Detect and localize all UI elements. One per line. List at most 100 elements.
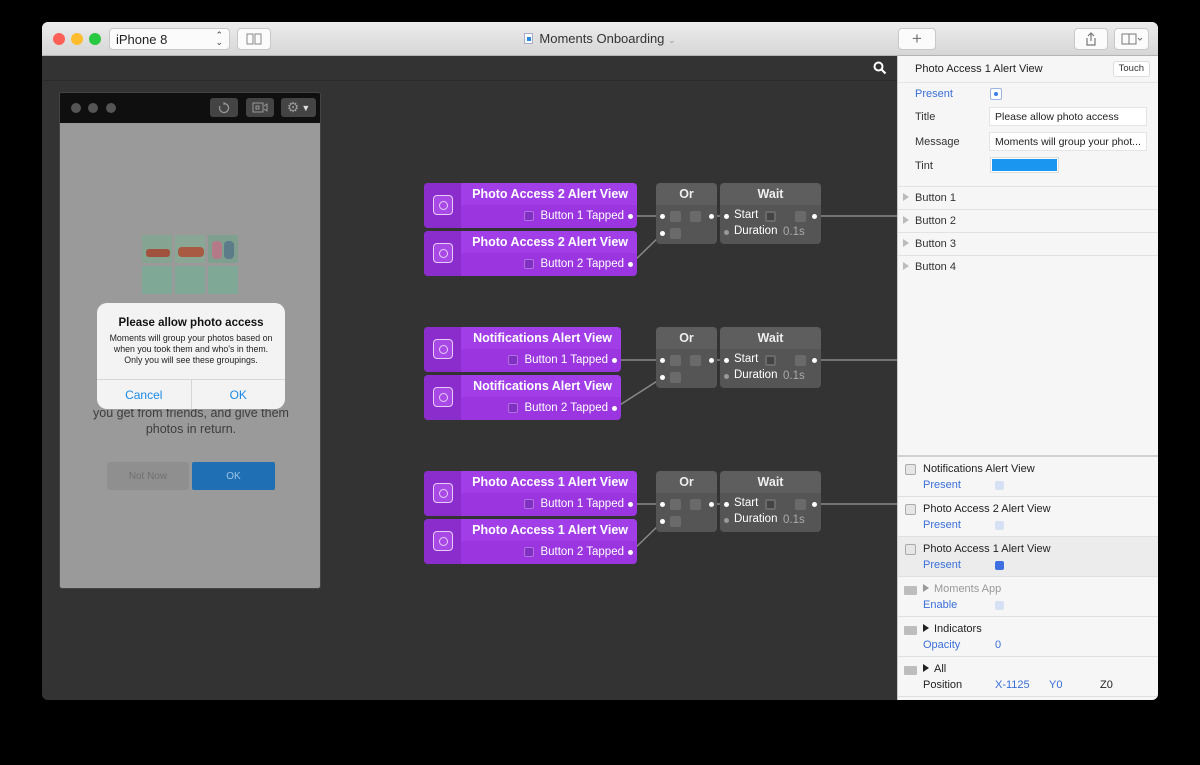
share-button[interactable] — [1074, 28, 1108, 50]
trigger-node[interactable]: Notifications Alert View Button 1 Tapped — [424, 327, 621, 372]
or-node[interactable]: Or — [656, 471, 717, 532]
document-title[interactable]: Moments Onboarding ⌄ — [42, 31, 1158, 46]
present-checkbox[interactable] — [995, 561, 1004, 570]
panels-icon — [1121, 33, 1142, 45]
search-icon[interactable] — [873, 61, 887, 75]
split-device-icon — [246, 33, 262, 45]
button-3-row[interactable]: Button 3 — [898, 233, 1158, 256]
trigger-node[interactable]: Photo Access 2 Alert View Button 2 Tappe… — [424, 231, 637, 276]
title-bar: iPhone 8 ⌃⌄ Moments Onboarding ⌄ + — [42, 22, 1158, 56]
layer-item[interactable]: Photo Access 2 Alert View Present — [898, 497, 1158, 537]
prototype-canvas[interactable]: ⚙▼ you get from friends, and g — [42, 56, 897, 700]
output-port[interactable]: Button 2 Tapped — [524, 256, 624, 272]
port-dot[interactable] — [628, 262, 633, 267]
zoom-window-button[interactable] — [89, 33, 101, 45]
trigger-node[interactable]: Photo Access 1 Alert View Button 2 Tappe… — [424, 519, 637, 564]
opacity-value[interactable]: 0 — [995, 639, 1002, 651]
trigger-node[interactable]: Photo Access 2 Alert View Button 1 Tappe… — [424, 183, 637, 228]
tint-color-well[interactable] — [990, 157, 1059, 173]
port-dot[interactable] — [628, 502, 633, 507]
button-2-row[interactable]: Button 2 — [898, 210, 1158, 233]
minimize-window-button[interactable] — [71, 33, 83, 45]
sim-zoom-dot[interactable] — [106, 103, 116, 113]
or-node[interactable]: Or — [656, 183, 717, 244]
sim-close-dot[interactable] — [71, 103, 81, 113]
touch-button[interactable]: Touch — [1112, 61, 1150, 77]
port-dot[interactable] — [628, 214, 633, 219]
output-port[interactable]: Button 2 Tapped — [508, 400, 608, 416]
simulator-toolbar: ⚙▼ — [60, 93, 320, 123]
alert-message: Moments will group your photos based on … — [109, 333, 273, 365]
rotate-device-button[interactable] — [237, 28, 271, 50]
sim-minimize-dot[interactable] — [88, 103, 98, 113]
button-1-row[interactable]: Button 1 — [898, 187, 1158, 210]
onboarding-ok-button[interactable]: OK — [192, 462, 275, 490]
reload-button[interactable] — [210, 98, 238, 117]
output-port[interactable]: Button 1 Tapped — [508, 352, 608, 368]
output-port[interactable]: Button 1 Tapped — [524, 496, 624, 512]
app-icon — [433, 387, 453, 407]
layout-button[interactable] — [1114, 28, 1149, 50]
gear-icon: ⚙ — [286, 99, 300, 115]
present-label: Present — [915, 88, 953, 100]
node-title: Photo Access 1 Alert View — [461, 471, 637, 493]
present-checkbox[interactable] — [995, 481, 1004, 490]
device-select-label: iPhone 8 — [116, 31, 168, 47]
alert-ok-button[interactable]: OK — [229, 387, 247, 402]
chevron-down-icon: ▼ — [301, 102, 311, 113]
photos-illustration — [142, 235, 242, 305]
message-label: Message — [915, 136, 960, 148]
port-dot[interactable] — [628, 550, 633, 555]
alert-cancel-button[interactable]: Cancel — [97, 380, 192, 409]
app-icon — [433, 483, 453, 503]
layer-folder[interactable]: All Position X-1125 Y0 Z0 — [898, 657, 1158, 697]
port-dot[interactable] — [612, 358, 617, 363]
port-dot[interactable] — [612, 406, 617, 411]
button-4-row[interactable]: Button 4 — [898, 256, 1158, 279]
or-node[interactable]: Or — [656, 327, 717, 388]
disclosure-triangle-icon[interactable] — [923, 624, 929, 632]
device-select[interactable]: iPhone 8 ⌃⌄ — [109, 28, 230, 50]
add-button[interactable]: + — [898, 28, 936, 50]
disclosure-triangle-icon[interactable] — [903, 239, 909, 247]
layer-icon — [905, 504, 916, 515]
disclosure-triangle-icon[interactable] — [903, 216, 909, 224]
present-checkbox[interactable] — [995, 521, 1004, 530]
output-port[interactable]: Button 2 Tapped — [524, 544, 624, 560]
layer-item-selected[interactable]: Photo Access 1 Alert View Present — [898, 537, 1158, 577]
disclosure-triangle-icon[interactable] — [923, 584, 929, 592]
trigger-node[interactable]: Photo Access 1 Alert View Button 1 Tappe… — [424, 471, 637, 516]
layer-folder[interactable]: Moments App Enable — [898, 577, 1158, 617]
reload-icon — [218, 101, 230, 113]
close-window-button[interactable] — [53, 33, 65, 45]
alert-title: Please allow photo access — [118, 317, 264, 329]
layer-icon — [905, 464, 916, 475]
record-button[interactable] — [246, 98, 274, 117]
position-y-value[interactable]: Y0 — [1049, 679, 1063, 691]
video-icon — [252, 102, 268, 113]
present-checkbox[interactable] — [990, 88, 1002, 100]
trigger-node[interactable]: Notifications Alert View Button 2 Tapped — [424, 375, 621, 420]
app-icon — [433, 243, 453, 263]
message-field[interactable]: Moments will group your phot... — [989, 132, 1147, 151]
enable-checkbox[interactable] — [995, 601, 1004, 610]
folder-icon — [904, 666, 917, 675]
app-icon — [433, 531, 453, 551]
disclosure-triangle-icon[interactable] — [903, 262, 909, 270]
device-screen[interactable]: you get from friends, and give them phot… — [60, 123, 320, 588]
not-now-button[interactable]: Not Now — [107, 462, 189, 490]
folder-icon — [904, 586, 917, 595]
title-label: Title — [915, 111, 936, 123]
disclosure-triangle-icon[interactable] — [903, 193, 909, 201]
title-field[interactable]: Please allow photo access — [989, 107, 1147, 126]
position-z-value[interactable]: Z0 — [1100, 679, 1113, 691]
layer-folder[interactable]: Indicators Opacity 0 — [898, 617, 1158, 657]
settings-button[interactable]: ⚙▼ — [281, 98, 316, 117]
position-x-value[interactable]: X-1125 — [995, 679, 1030, 691]
disclosure-triangle-icon[interactable] — [923, 664, 929, 672]
output-port[interactable]: Button 1 Tapped — [524, 208, 624, 224]
layer-item[interactable]: Notifications Alert View Present — [898, 457, 1158, 497]
